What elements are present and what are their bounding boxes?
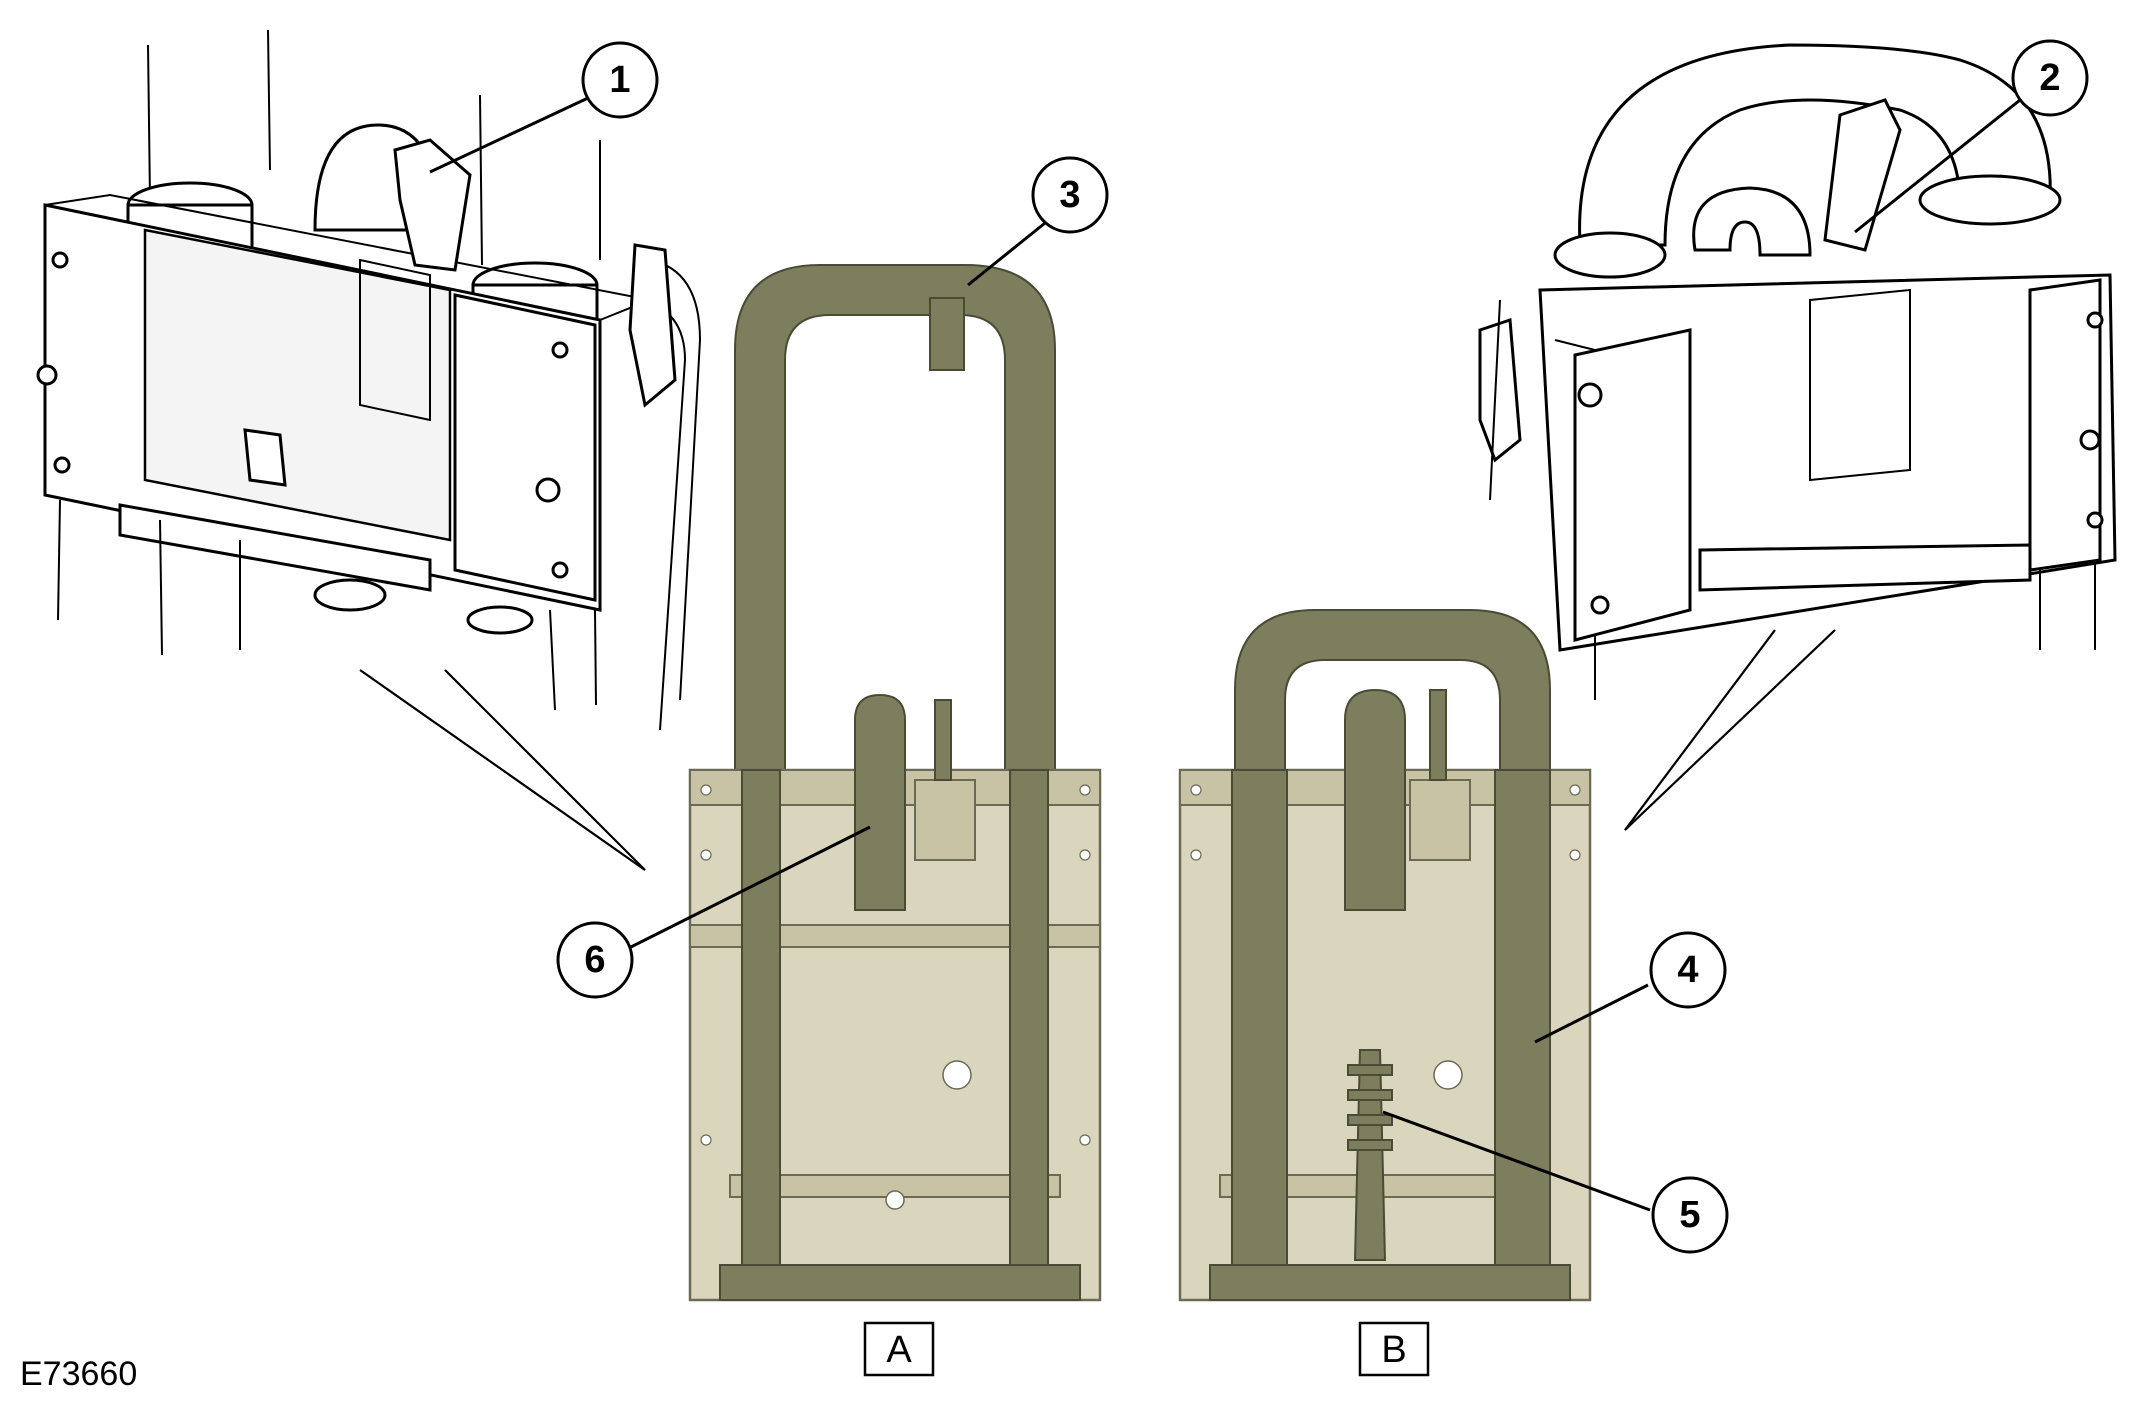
callout-3: 3: [1031, 156, 1109, 234]
callout-5: 5: [1651, 1176, 1729, 1254]
callout-4-label: 4: [1677, 949, 1698, 991]
detail-view-left: [36, 29, 702, 731]
callout-2-label: 2: [2039, 57, 2060, 99]
callout-1-label: 1: [609, 59, 630, 101]
callout-4: 4: [1649, 931, 1727, 1009]
callout-6-label: 6: [584, 939, 605, 981]
view-label-a: A: [863, 1321, 935, 1377]
callout-6: 6: [556, 921, 634, 999]
main-view-b: [1178, 609, 1592, 1302]
view-label-b: B: [1358, 1321, 1430, 1377]
detail-view-right: [1478, 43, 2117, 700]
view-label-a-text: A: [886, 1329, 912, 1371]
main-view-a: [688, 264, 1102, 1302]
callout-5-label: 5: [1679, 1194, 1700, 1236]
callout-1: 1: [581, 41, 659, 119]
callout-3-label: 3: [1059, 174, 1080, 216]
leader-lines: [429, 96, 2021, 1212]
view-pointer-lines: [359, 629, 1836, 871]
view-label-b-text: B: [1381, 1329, 1406, 1371]
callout-2: 2: [2011, 39, 2089, 117]
figure-reference: E73660: [20, 1355, 137, 1393]
